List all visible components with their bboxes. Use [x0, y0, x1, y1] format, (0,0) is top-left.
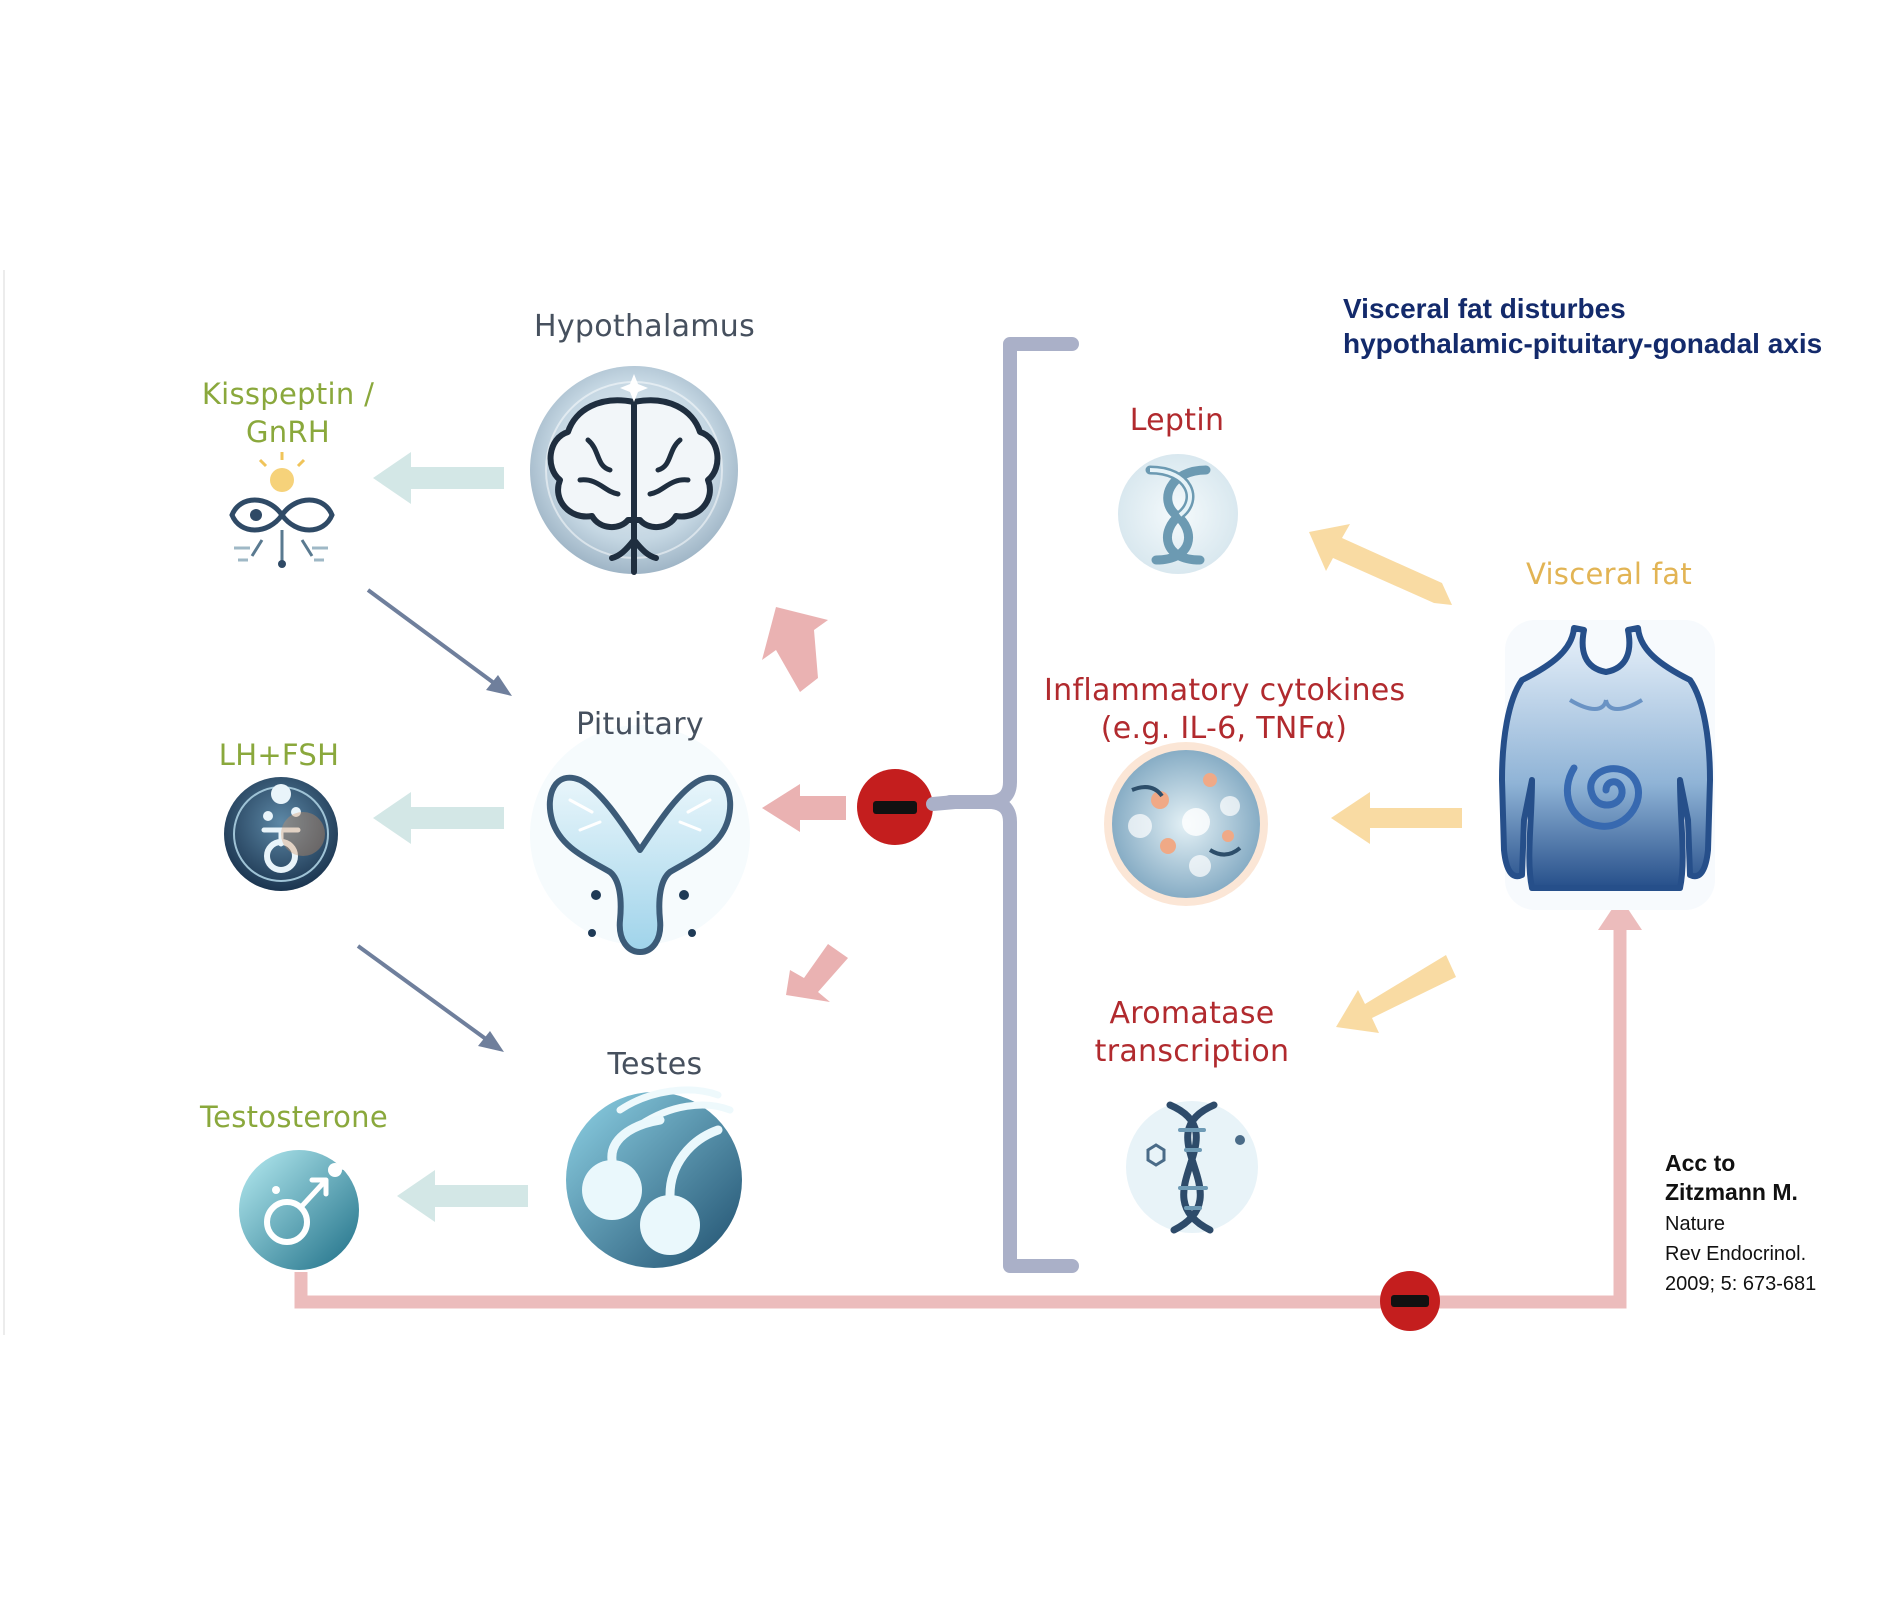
label-aromatase-line-1: Aromatase: [1109, 996, 1275, 1031]
label-hypothalamus: Hypothalamus: [534, 309, 756, 344]
title-line-2: hypothalamic-pituitary-gonadal axis: [1343, 328, 1823, 359]
label-pituitary: Pituitary: [576, 707, 704, 742]
inhibition-symbol-feedback: [1380, 1271, 1440, 1331]
reference-line-5: 2009; 5: 673-681: [1665, 1273, 1817, 1295]
arrow-feedback-to-visceral-fat: [1598, 897, 1642, 930]
testosterone-feedback-line: [294, 925, 1627, 1309]
male-symbol-molecule-icon: [239, 1150, 359, 1270]
label-cytokines-line-1: Inflammatory cytokines: [1044, 673, 1406, 708]
testes-icon: [566, 1086, 742, 1268]
label-kisspeptin-line-1: Kisspeptin /: [201, 377, 375, 411]
arrow-fat-to-cytokines: [1331, 792, 1462, 844]
label-inflammatory-cytokines: Inflammatory cytokines (e.g. IL-6, TNFα): [1044, 672, 1406, 748]
molecular-network-icon: [224, 452, 340, 568]
label-cytokines-line-2: (e.g. IL-6, TNFα): [1100, 711, 1348, 746]
arrow-inhibit-hypothalamus: [762, 607, 828, 692]
label-visceral-fat: Visceral fat: [1525, 557, 1693, 591]
stimulation-arrows: [356, 588, 512, 1052]
label-testes: Testes: [607, 1047, 703, 1082]
fat-factors-bracket: [943, 337, 1079, 1273]
inhibition-symbol-central: [857, 769, 933, 845]
hormone-molecule-icon: [224, 777, 338, 891]
label-aromatase-line-2: transcription: [1094, 1034, 1290, 1069]
label-leptin: Leptin: [1129, 403, 1225, 438]
label-lh-fsh: LH+FSH: [218, 738, 340, 772]
arrow-inhibit-pituitary: [762, 784, 846, 832]
label-aromatase-transcription: Aromatase transcription: [1082, 995, 1302, 1071]
reference-line-1: Acc to: [1665, 1150, 1736, 1176]
arrow-fat-to-aromatase: [1336, 955, 1456, 1033]
reference-line-2: Zitzmann M.: [1665, 1179, 1798, 1205]
reference-citation: Acc to Zitzmann M. Nature Rev Endocrinol…: [1665, 1149, 1816, 1299]
dna-helix-icon: [1126, 1101, 1258, 1234]
label-kisspeptin-gnrh: Kisspeptin / GnRH: [188, 375, 388, 451]
arrow-inhibit-testes: [786, 944, 848, 1002]
bracket-to-central-inhibition: [926, 795, 962, 811]
reference-line-4: Rev Endocrinol.: [1665, 1243, 1807, 1265]
torso-belly-icon: [1499, 620, 1715, 910]
inhibition-arrows: [762, 607, 848, 1002]
arrow-hypothalamus-to-gnrh: [373, 452, 504, 504]
secretion-arrows: [373, 452, 528, 1222]
pituitary-gland-icon: [530, 725, 750, 955]
reference-line-3: Nature: [1665, 1213, 1726, 1235]
arrow-fat-to-leptin: [1309, 524, 1452, 605]
leptin-ribbon-icon: [1118, 454, 1238, 574]
arrow-lhfsh-to-testes: [356, 944, 492, 1044]
visceral-fat-arrows: [1309, 524, 1462, 1033]
arrow-testes-to-testosterone: [397, 1170, 528, 1222]
title-line-1: Visceral fat disturbes: [1343, 293, 1626, 324]
arrow-gnrh-to-pituitary: [366, 588, 500, 688]
cell-cluster-icon: [1104, 742, 1268, 906]
brain-icon: [530, 366, 738, 575]
label-kisspeptin-line-2: GnRH: [245, 415, 330, 449]
label-testosterone: Testosterone: [199, 1100, 389, 1134]
arrow-pituitary-to-lhfsh: [373, 792, 504, 844]
diagram-title: Visceral fat disturbes hypothalamic-pitu…: [1343, 291, 1822, 361]
